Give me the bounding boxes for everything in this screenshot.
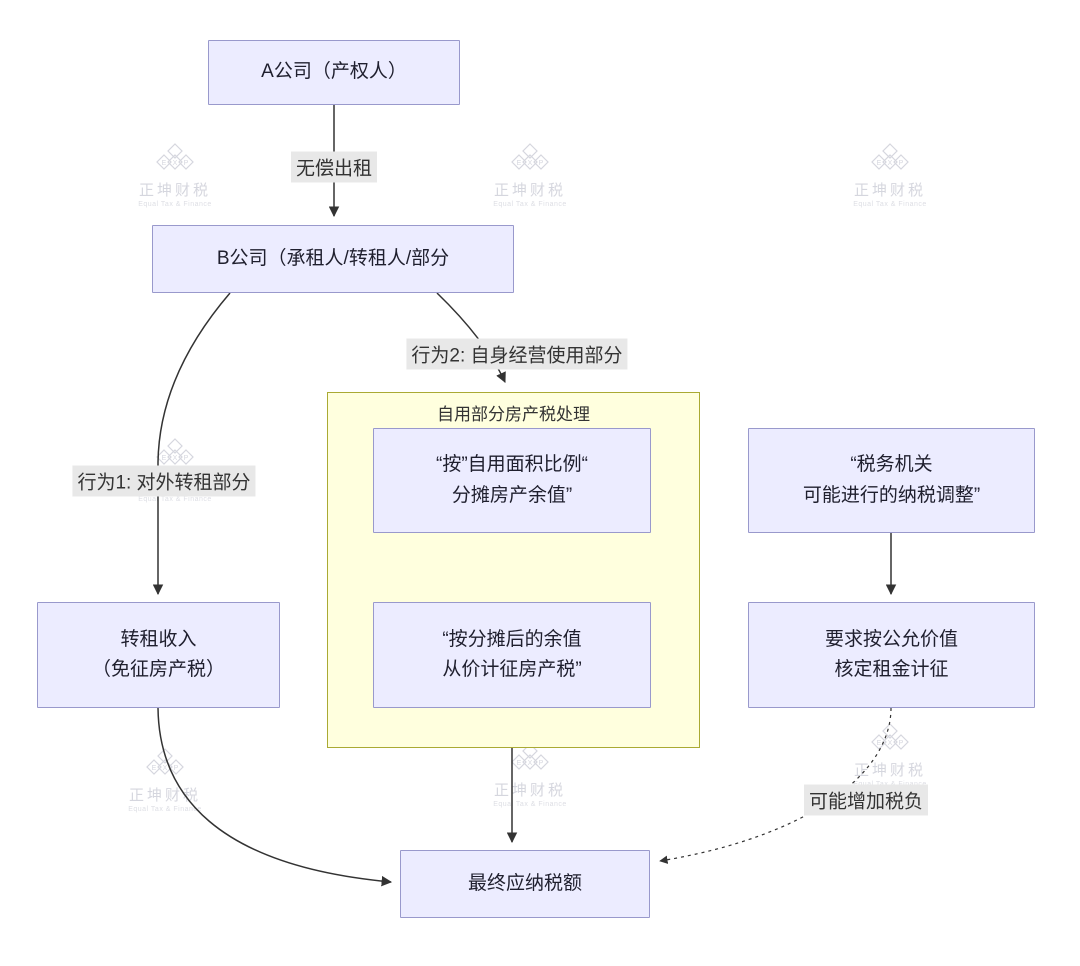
node-fair-value-line1: 要求按公允价值 bbox=[824, 628, 958, 650]
node-tax-by-residual-value: “按分摊后的余值 从价计征房产税” bbox=[373, 602, 651, 708]
node-sublease-income: 转租收入 （免征房产税） bbox=[37, 602, 280, 708]
container-self-use-title: 自用部分房产税处理 bbox=[437, 405, 590, 424]
edge-companyB-to-sublease bbox=[152, 292, 231, 596]
node-tax-by-value-line2: 从价计征房产税” bbox=[442, 659, 582, 680]
node-allocate-by-area: “按”自用面积比例“ 分摊房产余值” bbox=[373, 428, 651, 533]
edge-sublease-to-final bbox=[157, 707, 393, 887]
node-fair-value-line2: 核定租金计征 bbox=[834, 659, 949, 680]
node-tax-authority-line2: 可能进行的纳税调整” bbox=[802, 484, 981, 506]
node-final-tax-amount: 最终应纳税额 bbox=[400, 850, 650, 918]
node-company-a-label: A公司（产权人） bbox=[261, 61, 407, 83]
node-sublease-income-line2: （免征房产税） bbox=[91, 659, 225, 680]
node-tax-by-value-line1: “按分摊后的余值 bbox=[442, 628, 582, 650]
node-sublease-income-line1: 转租收入 bbox=[120, 628, 197, 650]
node-company-b: B公司（承租人/转租人/部分 bbox=[152, 225, 514, 293]
node-fair-value-assessment: 要求按公允价值 核定租金计征 bbox=[748, 602, 1035, 708]
node-tax-authority-adjustment: “税务机关 可能进行的纳税调整” bbox=[748, 428, 1035, 533]
node-allocate-line2: 分摊房产余值” bbox=[451, 484, 573, 506]
edge-label-increase-tax-burden: 可能增加税负 bbox=[803, 784, 929, 816]
node-company-a: A公司（产权人） bbox=[208, 40, 460, 105]
node-company-b-label: B公司（承租人/转租人/部分 bbox=[216, 247, 450, 269]
node-final-tax-label: 最终应纳税额 bbox=[467, 872, 582, 894]
node-tax-authority-line1: “税务机关 bbox=[850, 454, 933, 476]
edge-companyB-to-selfuse-container bbox=[436, 292, 506, 383]
edge-label-action2-self-use: 行为2: 自身经营使用部分 bbox=[406, 338, 628, 370]
edge-label-free-lease: 无偿出租 bbox=[290, 151, 378, 183]
node-allocate-line1: “按”自用面积比例“ bbox=[436, 454, 588, 476]
edge-label-action1-sublease: 行为1: 对外转租部分 bbox=[72, 465, 256, 497]
